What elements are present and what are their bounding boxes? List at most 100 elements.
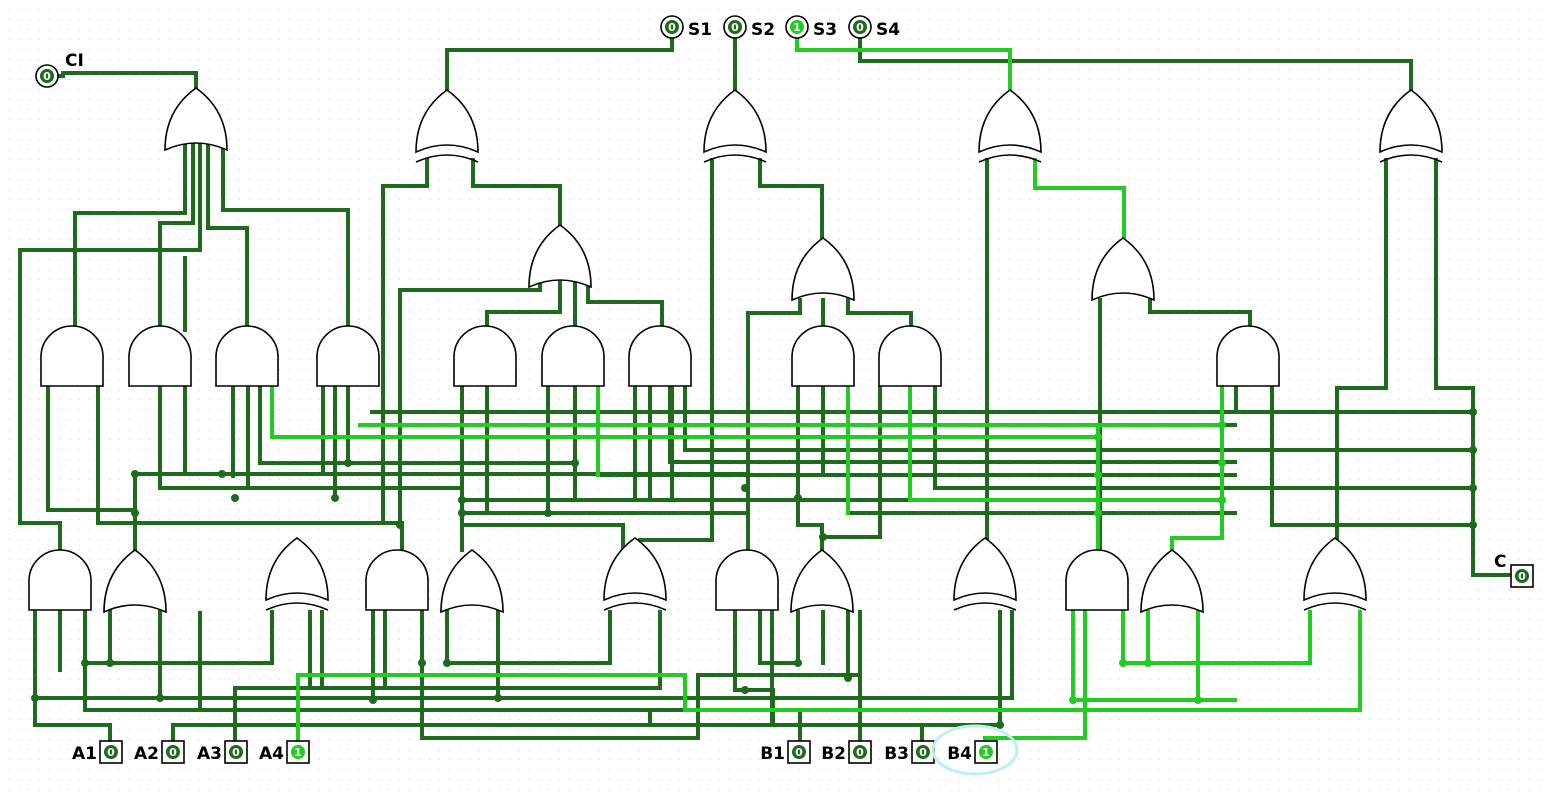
wire-junction	[1194, 696, 1202, 704]
xor-gate-s2[interactable]	[703, 89, 767, 154]
pin-label: A4	[259, 744, 284, 764]
or-gate-carry-in[interactable]	[164, 87, 228, 152]
pin-state-dot	[665, 20, 679, 34]
wire-low	[308, 610, 662, 690]
wire-low	[460, 523, 625, 552]
pin-state-dot	[853, 20, 867, 34]
xor-gate-curve	[1303, 602, 1367, 611]
and-gate-row2[interactable]	[128, 325, 192, 387]
wire-junction	[369, 696, 377, 704]
wire-junction	[1094, 471, 1102, 479]
and-gate-row2[interactable]	[316, 325, 380, 387]
wire-junction	[231, 494, 239, 502]
wire-junction	[81, 659, 89, 667]
wire-junction	[218, 470, 226, 478]
wire-junction	[1119, 659, 1127, 667]
or-gate-p2[interactable]	[440, 549, 504, 614]
xor-gate-curve	[953, 602, 1017, 611]
xor-gate-h2[interactable]	[603, 537, 667, 602]
or-gate-c1[interactable]	[528, 224, 592, 289]
wire-junction	[1469, 446, 1477, 454]
wire-junction	[1144, 659, 1152, 667]
pin-state-dot	[979, 745, 993, 759]
or-gate-p3[interactable]	[790, 549, 854, 614]
or-gate-c3[interactable]	[1091, 237, 1155, 302]
pin-label: S1	[688, 20, 712, 40]
wire-high	[1121, 610, 1312, 665]
pin-label: A2	[134, 744, 159, 764]
xor-gate-s1[interactable]	[415, 89, 479, 154]
wire-low	[471, 158, 562, 232]
pin-label: B1	[760, 744, 785, 764]
wire-high	[296, 610, 1362, 750]
and-gate-row2[interactable]	[215, 325, 279, 387]
wire-low	[18, 143, 202, 252]
wire-junction	[31, 694, 39, 702]
xor-gate-curve	[265, 602, 329, 611]
wire-junction	[794, 659, 802, 667]
pin-state-dot	[1515, 569, 1529, 583]
pin-state-dot	[728, 20, 742, 34]
wire-junction	[344, 459, 352, 467]
xor-gate-s3[interactable]	[978, 89, 1042, 154]
wire-junction	[458, 496, 466, 504]
wire-junction	[544, 509, 552, 517]
and-gate-row2[interactable]	[628, 325, 692, 387]
pin-state-dot	[790, 20, 804, 34]
wire-low	[46, 386, 137, 552]
and-gate-row2[interactable]	[878, 325, 942, 387]
xor-gate-h1[interactable]	[265, 537, 329, 602]
wire-low	[846, 298, 913, 332]
xor-gate-curve	[415, 154, 479, 163]
wire-low	[858, 31, 1413, 97]
wire-junction	[331, 494, 339, 502]
pin-value: 0	[731, 21, 739, 34]
xor-gate-h4[interactable]	[1303, 537, 1367, 602]
selection-highlight	[931, 724, 1019, 776]
wire-junction	[156, 694, 164, 702]
wire-junction	[741, 686, 749, 694]
xor-gate-h3[interactable]	[953, 537, 1017, 602]
wire-low	[206, 143, 249, 332]
wire-low	[933, 386, 1475, 490]
xor-gate-curve	[703, 154, 767, 163]
wire-low	[233, 610, 324, 750]
and-gate-g3[interactable]	[715, 549, 779, 611]
wire-junction	[996, 721, 1004, 729]
wire-junction	[1469, 484, 1477, 492]
and-gate-g1[interactable]	[28, 549, 92, 611]
and-gate-g2[interactable]	[365, 549, 429, 611]
and-gate-row2[interactable]	[1216, 325, 1280, 387]
wire-low	[1335, 158, 1388, 552]
or-gate-p4[interactable]	[1140, 549, 1204, 614]
pin-label: S2	[751, 20, 775, 40]
and-gate-row2[interactable]	[40, 325, 104, 387]
wire-low	[1434, 158, 1512, 577]
pin-value: 0	[856, 21, 864, 34]
xor-gate-curve	[1379, 154, 1443, 163]
wires-layer	[18, 31, 1512, 750]
or-gate-p1[interactable]	[103, 549, 167, 614]
pin-label: CI	[65, 51, 84, 71]
and-gate-g4[interactable]	[1065, 549, 1129, 611]
wire-junction	[1094, 433, 1102, 441]
wire-junction	[443, 659, 451, 667]
wire-low	[158, 143, 195, 225]
and-gate-row2[interactable]	[453, 325, 517, 387]
and-gate-row2[interactable]	[791, 325, 855, 387]
wire-low	[485, 278, 562, 332]
wire-low	[1270, 386, 1475, 527]
or-gate-c2[interactable]	[791, 237, 855, 302]
wire-high	[1033, 158, 1126, 247]
wire-junction	[819, 533, 827, 541]
wire-low	[258, 386, 577, 465]
wire-high	[270, 386, 1100, 439]
xor-gate-s4[interactable]	[1379, 89, 1443, 154]
wire-high	[908, 386, 1224, 502]
and-gate-row2[interactable]	[541, 325, 605, 387]
pin-label: A3	[197, 744, 222, 764]
wire-high	[795, 31, 1012, 97]
xor-gate-curve	[603, 602, 667, 611]
pin-state-dot	[40, 69, 54, 83]
